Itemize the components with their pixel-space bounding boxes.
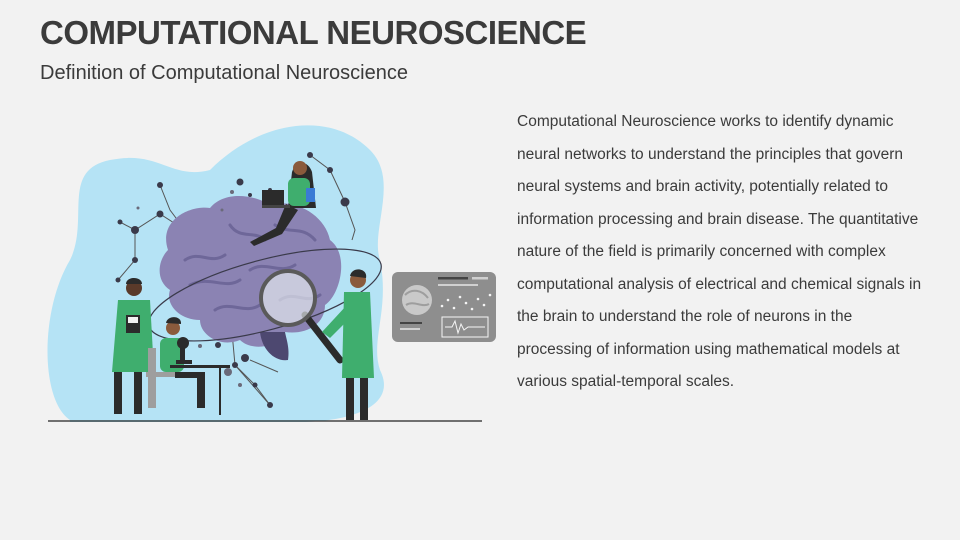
network-node xyxy=(307,152,313,158)
person-standing-right xyxy=(322,269,374,420)
network-node xyxy=(252,382,258,388)
network-node xyxy=(340,197,350,207)
person-at-microscope xyxy=(146,317,230,415)
page-subtitle: Definition of Computational Neuroscience xyxy=(40,62,408,84)
neuroscience-illustration xyxy=(47,125,496,422)
person-with-clipboard xyxy=(112,278,154,414)
network-node xyxy=(115,277,121,283)
laptop-icon xyxy=(262,190,290,208)
magnifier-icon xyxy=(259,269,344,364)
network-node xyxy=(132,257,138,263)
microscope-icon xyxy=(176,337,192,364)
definition-paragraph: Computational Neuroscience works to iden… xyxy=(517,113,922,390)
network-node xyxy=(232,362,238,368)
dot xyxy=(230,190,234,194)
network-node xyxy=(157,182,163,188)
network-node xyxy=(267,402,273,408)
dot xyxy=(224,368,232,376)
network-node xyxy=(156,210,164,218)
dot xyxy=(198,344,202,348)
network-node xyxy=(248,193,252,197)
network-nodes xyxy=(115,152,350,408)
network-node xyxy=(215,342,221,348)
network-node xyxy=(131,226,139,234)
network-node xyxy=(236,178,244,186)
network-node xyxy=(327,167,333,173)
page-title: COMPUTATIONAL NEUROSCIENCE xyxy=(40,14,587,51)
monitor-panel-icon xyxy=(392,272,496,342)
network-node xyxy=(117,219,123,225)
dot xyxy=(136,206,140,210)
dot xyxy=(220,208,224,212)
person-with-laptop xyxy=(250,161,316,246)
network-node xyxy=(241,354,249,362)
scattered-dots xyxy=(136,190,242,387)
dot xyxy=(238,383,242,387)
